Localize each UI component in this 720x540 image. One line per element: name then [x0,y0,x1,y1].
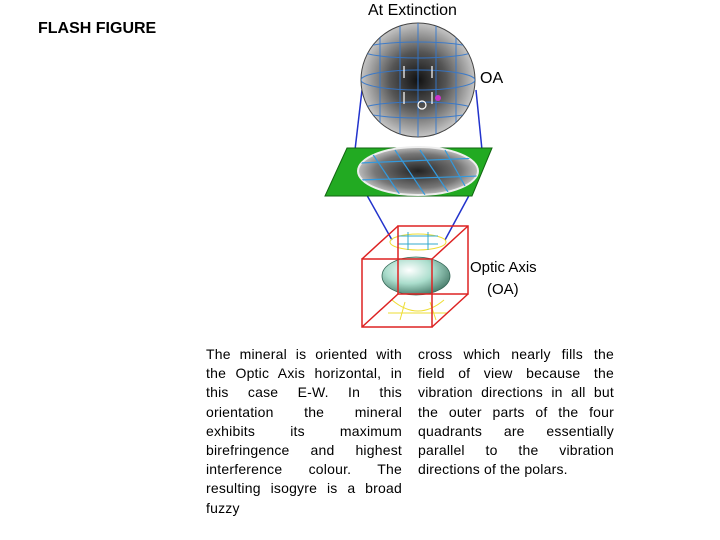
isogyre-sphere [360,22,476,138]
label-optic-axis-abbrev: (OA) [487,281,519,298]
slide-title: FLASH FIGURE [38,20,157,37]
label-at-extinction: At Extinction [368,2,457,19]
connector-lines [354,89,483,241]
crystal-box [361,225,469,328]
description-left-column: The mineral is oriented with the Optic A… [206,346,402,516]
indicatrix-ellipsoid [381,256,451,296]
label-oa: OA [480,70,504,87]
description-right-column: cross which nearly fills the field of vi… [418,346,614,478]
microscope-stage [324,146,493,197]
label-optic-axis: Optic Axis [470,259,537,276]
